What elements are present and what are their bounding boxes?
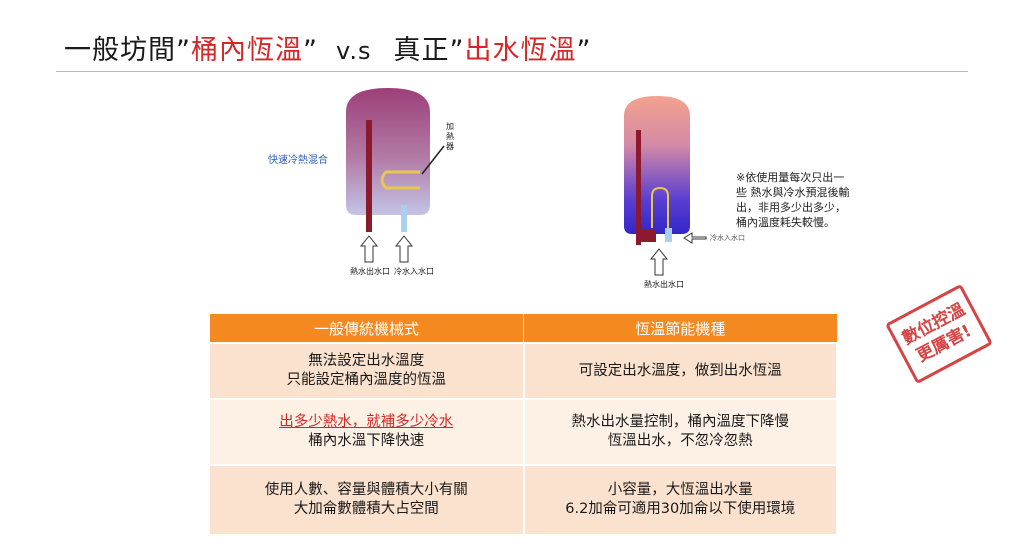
highlighted-text: 出多少熱水，就補多少冷水 [279,414,454,430]
header-constant-temp: 恆溫節能機種 [523,314,838,343]
heater-label: 加 熱 器 [446,122,454,151]
table-cell: 熱水出水量控制，桶內溫度下降慢 恆溫出水，不忽冷忽熱 [523,398,838,465]
heater-diagrams [346,88,707,276]
title-part4: 真正” [393,35,465,66]
title-part3: ” [303,35,318,66]
title-tank-constant-temp: 桶內恆溫 [191,35,303,66]
right-cold-inlet-label: 冷水入水口 [710,234,745,242]
left-hot-pipe [366,120,372,232]
table-cell: 無法設定出水溫度 只能設定桶內溫度的恆溫 [210,342,525,399]
table-row: 使用人數、容量與體積大小有關 大加侖數體積大占空間 小容量，大恆溫出水量 6.2… [210,464,838,534]
heater-pointer [421,145,445,175]
title-divider [56,71,968,72]
heater-element [380,170,420,190]
right-tank [624,96,690,234]
left-tank [346,88,430,215]
right-hot-arrow [649,248,669,276]
title-vs: v.s [336,37,372,65]
table-cell: 出多少熱水，就補多少冷水 桶內水溫下降快速 [210,398,525,465]
table-cell: 使用人數、容量與體積大小有關 大加侖數體積大占空間 [210,464,525,534]
table-cell: 可設定出水溫度，做到出水恆溫 [523,342,838,399]
left-cold-pipe [401,205,407,232]
comparison-table: 一般傳統機械式 恆溫節能機種 無法設定出水溫度 只能設定桶內溫度的恆溫 可設定出… [210,314,838,534]
mix-label: 快速冷熱混合 [268,155,328,166]
right-cold-arrow [683,232,707,244]
title-part1: 一般坊間” [64,35,191,66]
right-cold-pipe [665,228,672,242]
title-outlet-constant-temp: 出水恆溫 [464,35,577,66]
left-cold-arrow [394,235,414,263]
left-hot-outlet-label: 熱水出水口 [350,267,390,276]
title-part6: ” [576,35,592,66]
right-diagram-note: ※依使用量每次只出一 些 熱水與冷水預混後輸 出，非用多少出多少， 桶內溫度耗失… [736,171,850,229]
right-mix-coil [651,186,669,228]
right-hot-outlet-label: 熱水出水口 [644,280,684,289]
left-hot-arrow [359,235,379,263]
left-cold-inlet-label: 冷水入水口 [394,267,434,276]
table-row: 出多少熱水，就補多少冷水 桶內水溫下降快速 熱水出水量控制，桶內溫度下降慢 恆溫… [210,398,838,465]
header-traditional: 一般傳統機械式 [210,314,524,343]
table-cell: 小容量，大恆溫出水量 6.2加侖可適用30加侖以下使用環境 [523,464,838,534]
table-row: 無法設定出水溫度 只能設定桶內溫度的恆溫 可設定出水溫度，做到出水恆溫 [210,342,838,399]
right-mix-valve [641,229,656,242]
right-hot-pipe [636,130,641,245]
